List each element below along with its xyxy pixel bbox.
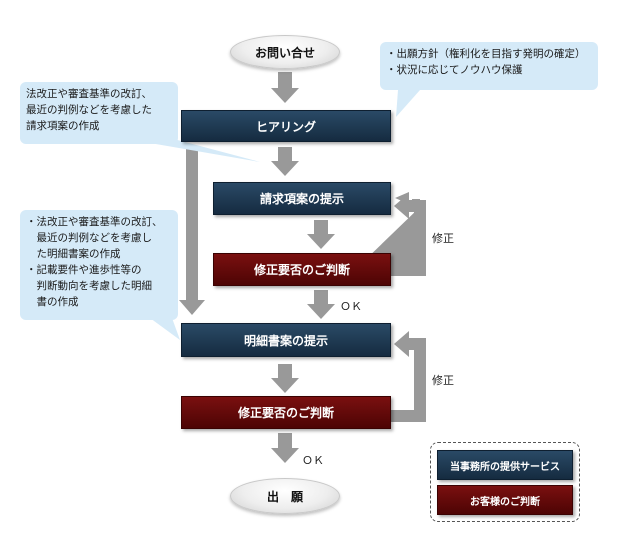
legend-judgment-label: お客様のご判断 xyxy=(470,496,540,508)
callout-middle-left-line-4: ・記載要件や進歩性等の xyxy=(26,264,142,276)
callout-top-left-line-1: 法改正や審査基準の改訂、 xyxy=(26,88,152,100)
hearing-label: ヒアリング xyxy=(255,119,316,134)
callout-top-left: 法改正や審査基準の改訂、 最近の判例などを考慮した 請求項案の作成 xyxy=(20,82,178,144)
callout-top-right-line-2: ・状況に応じてノウハウ保護 xyxy=(386,64,523,76)
spec-presentation-box: 明細書案の提示 xyxy=(181,323,391,357)
spec-judgment-label: 修正要否のご判断 xyxy=(237,406,334,420)
arrow-claim-to-judgment xyxy=(307,220,335,249)
legend-judgment: お客様のご判断 xyxy=(437,485,573,515)
callout-top-right-tail xyxy=(396,90,420,117)
legend xyxy=(430,442,580,522)
claim-judgment-box: 修正要否のご判断 xyxy=(213,253,391,286)
end-oval: 出 願 xyxy=(230,478,340,514)
fix-label-1: 修正 xyxy=(432,232,454,245)
arrow-start-to-hearing xyxy=(271,72,299,103)
spec-judgment-box: 修正要否のご判断 xyxy=(181,396,391,429)
callout-middle-left-line-2: 最近の判例などを考慮し xyxy=(26,232,152,244)
loop-fix-claim xyxy=(361,192,420,264)
claim-presentation-box: 請求項案の提示 xyxy=(213,182,391,215)
legend-service: 当事務所の提供サービス xyxy=(437,450,573,480)
callout-middle-left-line-3: た明細書案の作成 xyxy=(26,248,121,260)
callout-middle-left-line-6: 書の作成 xyxy=(26,296,79,308)
arrow-hearing-to-claim xyxy=(271,147,299,176)
fix-label-2: 修正 xyxy=(432,374,454,387)
hearing-box: ヒアリング xyxy=(181,110,391,142)
callout-top-left-line-3: 請求項案の作成 xyxy=(26,120,100,132)
claim-presentation-label: 請求項案の提示 xyxy=(259,192,344,206)
callout-top-left-line-2: 最近の判例などを考慮した xyxy=(26,104,152,116)
arrow-spec-judgment-ok xyxy=(271,433,299,463)
callout-middle-left-line-1: ・法改正や審査基準の改訂、 xyxy=(26,216,163,228)
callout-middle-left-tail xyxy=(150,318,180,340)
arrow-hearing-to-spec xyxy=(179,147,205,315)
callout-middle-left: ・法改正や審査基準の改訂、 最近の判例などを考慮し た明細書案の作成 ・記載要件… xyxy=(20,210,178,320)
callout-middle-left-line-5: 判断動向を考慮した明細 xyxy=(26,280,152,292)
legend-service-label: 当事務所の提供サービス xyxy=(450,461,560,473)
claim-judgment-label: 修正要否のご判断 xyxy=(253,263,350,277)
spec-presentation-label: 明細書案の提示 xyxy=(243,333,328,348)
callout-top-right: ・出願方針（権利化を目指す発明の確定） ・状況に応じてノウハウ保護 xyxy=(380,42,598,90)
arrow-claim-judgment-ok xyxy=(307,290,335,319)
end-label: 出 願 xyxy=(266,489,303,504)
arrow-spec-to-judgment xyxy=(271,364,299,393)
callout-top-right-line-1: ・出願方針（権利化を目指す発明の確定） xyxy=(386,48,586,60)
callout-top-left-tail xyxy=(150,138,260,162)
start-oval: お問い合せ xyxy=(230,35,340,69)
ok-label-2: ＯＫ xyxy=(302,454,324,467)
start-label: お問い合せ xyxy=(254,45,315,60)
ok-label-1: ＯＫ xyxy=(340,300,362,313)
loop-spec xyxy=(391,331,426,422)
